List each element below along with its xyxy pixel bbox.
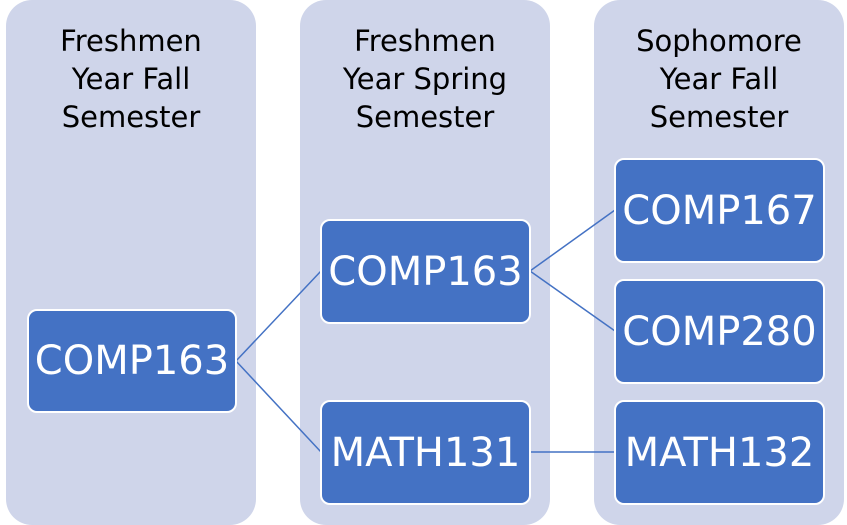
column-title: Freshmen Year Fall Semester <box>6 22 256 136</box>
column-title-line: Semester <box>649 100 789 134</box>
course-box-fall1-comp163[interactable]: COMP163 <box>27 309 237 413</box>
column-title: Sophomore Year Fall Semester <box>594 22 844 136</box>
column-freshmen-fall: Freshmen Year Fall Semester <box>6 0 256 525</box>
course-box-fall2-comp167[interactable]: COMP167 <box>614 158 825 263</box>
course-box-spring1-comp163[interactable]: COMP163 <box>320 219 531 324</box>
column-title-line: Sophomore <box>636 24 802 58</box>
column-title-line: Semester <box>61 100 201 134</box>
column-title-line: Semester <box>355 100 495 134</box>
column-title-line: Year Fall <box>659 62 779 96</box>
column-title-line: Freshmen <box>60 24 202 58</box>
course-box-fall2-comp280[interactable]: COMP280 <box>614 279 825 384</box>
column-title: Freshmen Year Spring Semester <box>300 22 550 136</box>
column-title-line: Year Spring <box>342 62 508 96</box>
column-title-line: Freshmen <box>354 24 496 58</box>
column-title-line: Year Fall <box>71 62 191 96</box>
course-box-fall2-math132[interactable]: MATH132 <box>614 400 825 505</box>
course-box-spring1-math131[interactable]: MATH131 <box>320 400 531 505</box>
